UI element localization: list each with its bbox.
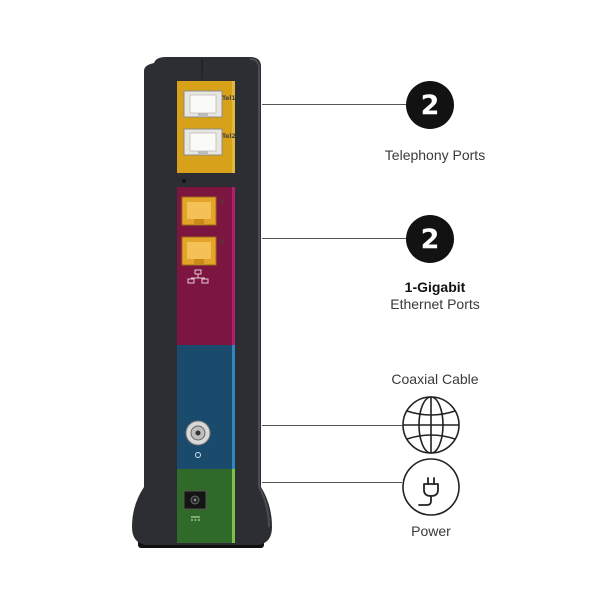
eth2-label: 2 xyxy=(220,239,225,246)
ethernet-speed-label: 1-Gigabit xyxy=(404,279,466,295)
tel1-label: Tel1 xyxy=(222,95,236,102)
coaxial-cable-caption: Coaxial Cable xyxy=(391,371,479,387)
power-caption: Power xyxy=(411,523,451,539)
ethernet-count-badge: 2 xyxy=(406,215,454,263)
coax-panel xyxy=(177,345,233,469)
network-symbol-icon xyxy=(187,269,209,284)
ethernet-port-1 xyxy=(181,196,217,226)
telephony-ports-caption: Telephony Ports xyxy=(384,147,486,163)
coax-connector xyxy=(185,420,211,446)
ethernet-ports-caption: 1-Gigabit Ethernet Ports xyxy=(345,279,525,313)
telephony-port-1 xyxy=(183,90,223,118)
coaxial-leader-line xyxy=(262,425,402,426)
telephony-port-2 xyxy=(183,128,223,156)
eth1-label: 1 xyxy=(220,199,225,206)
ethernet-ports-label: Ethernet Ports xyxy=(390,296,480,312)
ethernet-port-2 xyxy=(181,236,217,266)
globe-icon xyxy=(401,395,461,455)
cable-modem-rear-view: Tel1 Tel2 1 2 xyxy=(132,57,272,550)
power-leader-line xyxy=(262,482,402,483)
ethernet-leader-line xyxy=(262,238,407,239)
power-plug-icon xyxy=(401,457,461,517)
telephony-count-badge: 2 xyxy=(406,81,454,129)
telephony-leader-line xyxy=(262,104,407,105)
modem-body xyxy=(132,57,272,548)
tel2-label: Tel2 xyxy=(222,133,236,140)
power-jack xyxy=(183,490,207,510)
